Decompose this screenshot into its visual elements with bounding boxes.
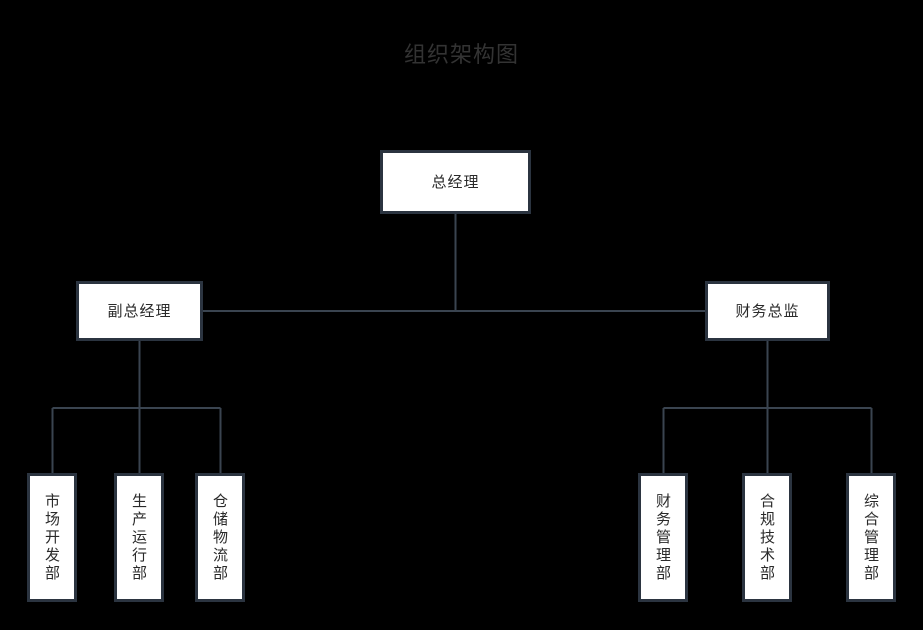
node-finance-management-dept[interactable]: 财务管理部 <box>638 473 688 602</box>
node-general-manager[interactable]: 总经理 <box>380 150 531 214</box>
chart-title: 组织架构图 <box>403 43 519 68</box>
node-compliance-technology-dept-label: 合规技术部 <box>758 492 776 583</box>
node-general-administration-dept[interactable]: 综合管理部 <box>846 473 896 602</box>
node-finance-director[interactable]: 财务总监 <box>705 281 830 341</box>
node-production-operations-dept[interactable]: 生产运行部 <box>114 473 164 602</box>
node-finance-director-label: 财务总监 <box>735 302 800 320</box>
node-general-manager-label: 总经理 <box>431 173 480 191</box>
node-deputy-general-manager-label: 副总经理 <box>107 302 172 320</box>
node-warehouse-logistics-dept-label: 仓储物流部 <box>211 492 229 583</box>
node-deputy-general-manager[interactable]: 副总经理 <box>76 281 203 341</box>
node-market-development-dept[interactable]: 市场开发部 <box>27 473 77 602</box>
node-compliance-technology-dept[interactable]: 合规技术部 <box>742 473 792 602</box>
node-general-administration-dept-label: 综合管理部 <box>862 492 880 583</box>
node-market-development-dept-label: 市场开发部 <box>43 492 61 583</box>
node-warehouse-logistics-dept[interactable]: 仓储物流部 <box>195 473 245 602</box>
node-finance-management-dept-label: 财务管理部 <box>654 492 672 583</box>
node-production-operations-dept-label: 生产运行部 <box>130 492 148 583</box>
